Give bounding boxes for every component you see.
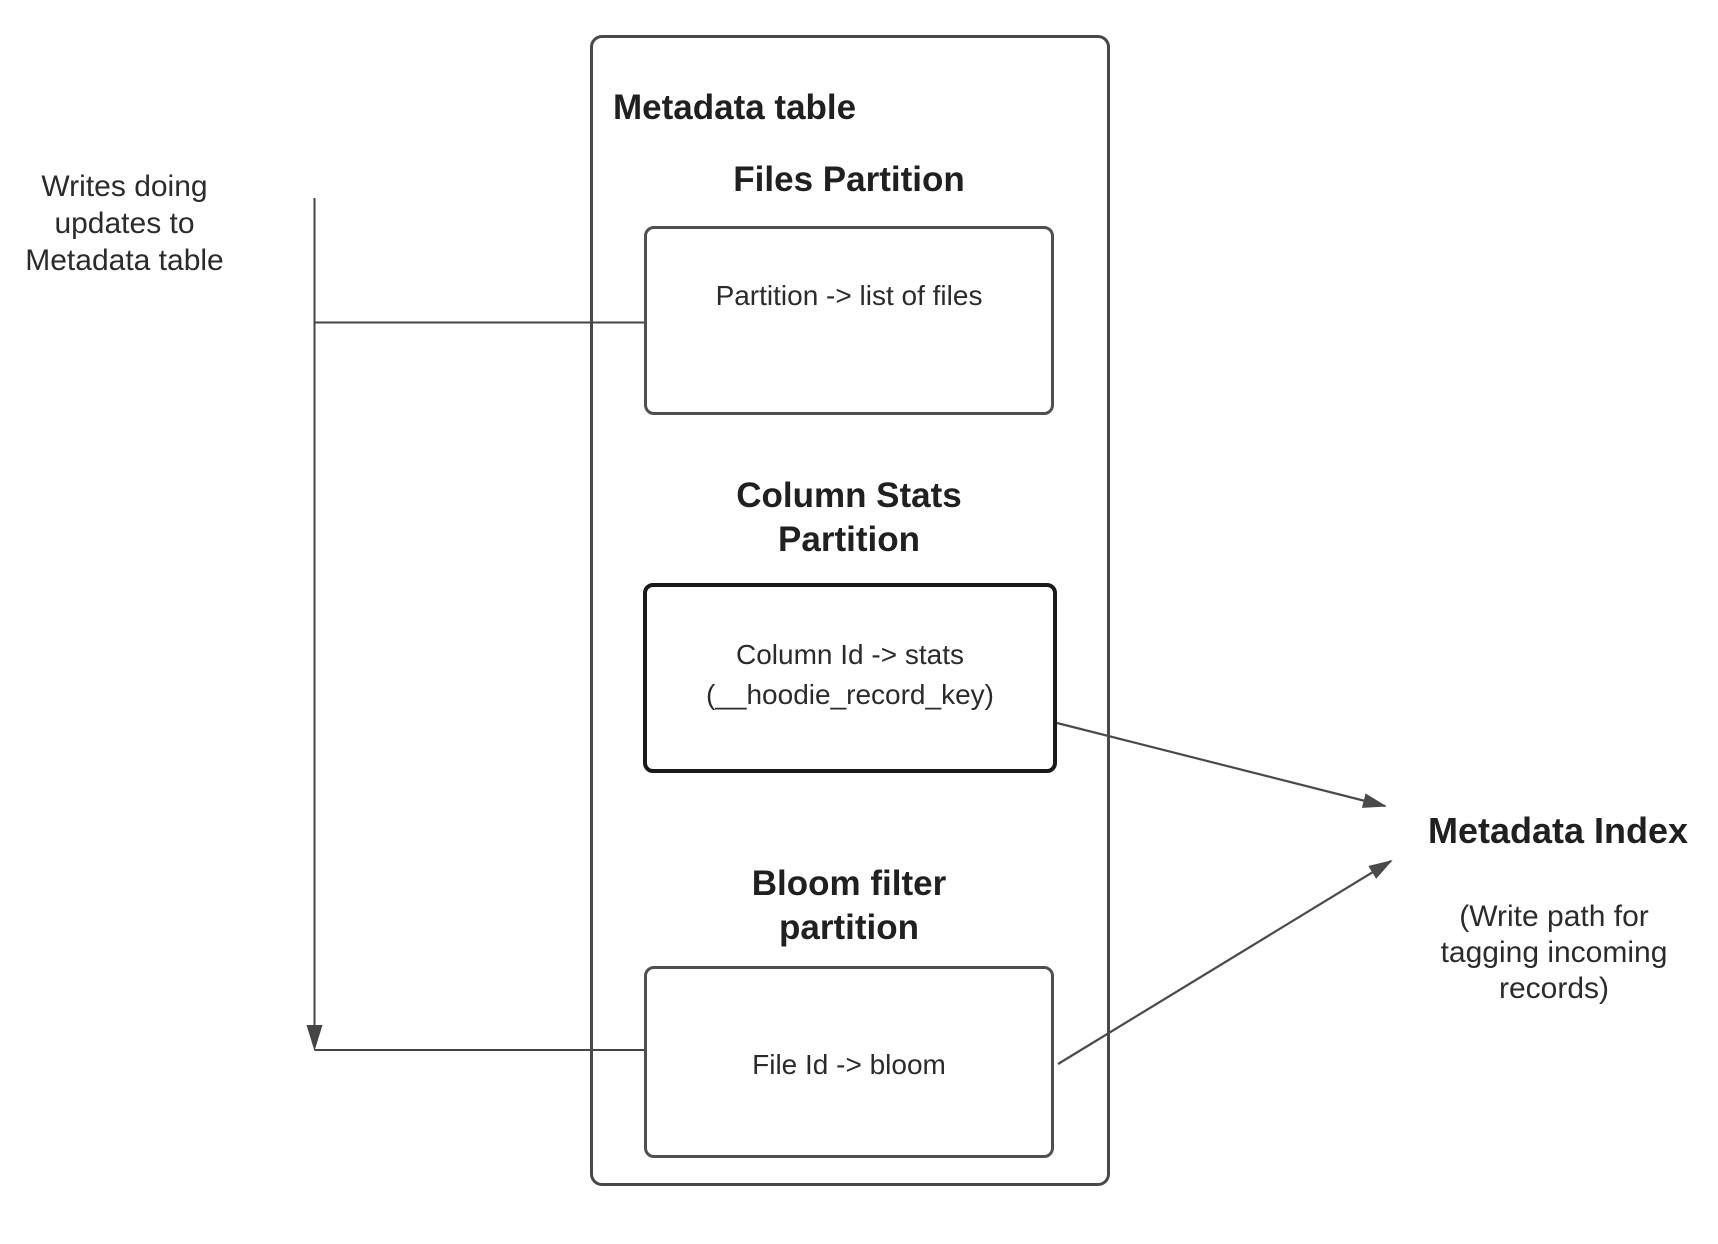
bloom-filter-partition-box: File Id -> bloom bbox=[644, 966, 1054, 1158]
down-arrowhead-icon bbox=[306, 1025, 323, 1051]
metadata-index-subtitle: (Write path for tagging incoming records… bbox=[1440, 900, 1668, 1005]
column-stats-partition-box: Column Id -> stats (__hoodie_record_key) bbox=[643, 583, 1057, 773]
files-partition-box: Partition -> list of files bbox=[644, 226, 1054, 415]
files-partition-heading: Files Partition bbox=[733, 160, 965, 199]
files-partition-body: Partition -> list of files bbox=[715, 280, 983, 311]
writes-note: Writes doing updates to Metadata table bbox=[25, 170, 224, 277]
column-stats-partition-heading: Column Stats Partition bbox=[736, 476, 962, 559]
bloom-filter-partition-heading: Bloom filter partition bbox=[751, 864, 947, 947]
metadata-table-title: Metadata table bbox=[613, 88, 857, 127]
metadata-table-box bbox=[590, 35, 1110, 1186]
metadata-index-title: Metadata Index bbox=[1427, 810, 1689, 851]
column-stats-partition-body: Column Id -> stats (__hoodie_record_key) bbox=[706, 639, 994, 710]
bloom-filter-partition-body: File Id -> bloom bbox=[752, 1049, 946, 1080]
